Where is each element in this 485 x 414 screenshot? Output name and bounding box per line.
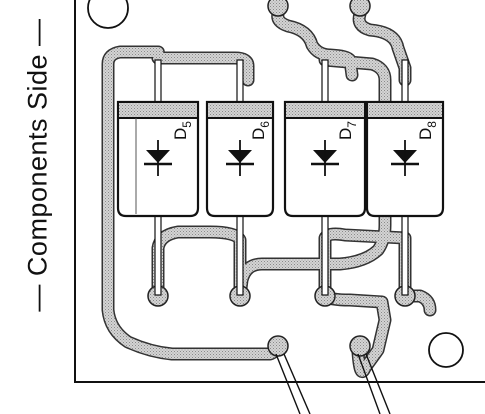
diode-d5: D5	[116, 100, 200, 218]
diode-d7: D7	[283, 100, 367, 218]
mounting-hole-top-left	[87, 0, 129, 29]
diode-label-d7: D7	[336, 121, 359, 140]
component-leads	[154, 59, 409, 296]
diode-label-d8: D8	[416, 121, 439, 140]
pad	[267, 335, 289, 357]
external-wires	[275, 353, 391, 414]
diode-d6: D6	[205, 100, 275, 218]
pad	[267, 0, 289, 17]
solder-pads	[147, 0, 416, 357]
diode-d8: D8	[365, 100, 445, 218]
diode-label-d6: D6	[249, 121, 272, 140]
pad	[349, 0, 371, 17]
diode-label-d5: D5	[171, 121, 194, 140]
pad	[349, 335, 371, 357]
mounting-hole-bottom-right	[428, 332, 464, 368]
